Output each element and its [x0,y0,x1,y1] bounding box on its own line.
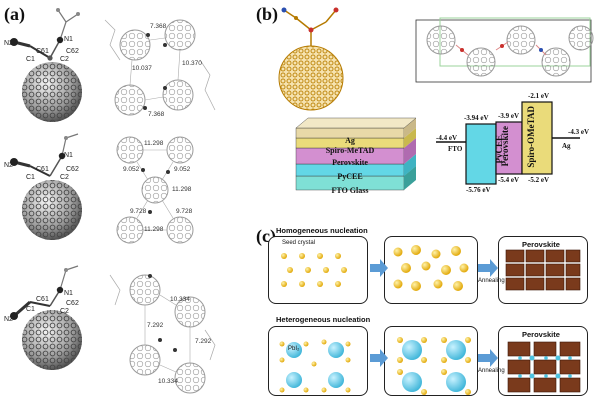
energy-ag-value: -4.3 eV [568,128,589,136]
panel-label-b: (b) [256,4,278,24]
stack-layer-pycee: PyCEE [337,172,363,181]
distance-label: 9.052 [123,166,140,173]
distance-label: 10.334 [170,296,190,303]
energy-fto-label: FTO [448,145,463,153]
heterogeneous-title: Heterogeneous nucleation [276,315,371,324]
energy-fto-value: -4.4 eV [436,134,457,142]
distance-label: 9.052 [174,166,191,173]
packing-diagram-2 [116,136,194,244]
atom-label-n1-1: N1 [64,36,73,43]
distance-label: 9.728 [130,208,147,215]
energy-perovskite-bottom: -5.4 eV [498,176,519,184]
pbi2-label: PbI₂ [288,346,300,352]
distance-label: 10.370 [182,60,202,67]
atom-label-n1-2: N1 [64,152,73,159]
fullerene-molecule-3 [10,265,82,370]
distance-label: 7.368 [148,111,165,118]
energy-level-diagram [436,101,580,185]
atom-label-n2-3: N2 [4,316,13,323]
stack-layer-ag: Ag [345,136,355,145]
panel-a-graphics [10,8,216,394]
perovskite-label-1: Perovskite [522,240,560,249]
perovskite-label-2: Perovskite [522,330,560,339]
homogeneous-title: Homogeneous nucleation [276,226,368,235]
energy-pycee-top: -3.94 eV [464,114,489,122]
panel-label-a: (a) [4,4,25,24]
panel-b-graphics [278,7,594,191]
grown-nuclei [393,245,469,291]
arrow-right-icon [478,349,498,367]
packing-diagram-1 [104,19,216,116]
energy-perovskite-top: -3.9 eV [498,112,519,120]
atom-label-c1-1: C1 [26,56,35,63]
perovskite-grains-1 [505,249,581,291]
distance-label: 10.037 [132,65,152,72]
atom-label-c61-3: C61 [36,296,49,303]
energy-perovskite-label: Perovskite [500,126,510,167]
energy-ag-label: Ag [562,142,571,150]
atom-label-c62-3: C62 [66,300,79,307]
stack-layer-fto: FTO Glass [331,186,369,195]
seed-crystal-label: Seed crystal [282,240,316,246]
atom-label-c2-1: C2 [60,56,69,63]
pycee-molecule-structure [278,7,344,111]
atom-label-c61-2: C61 [36,166,49,173]
distance-label: 11.298 [144,140,164,147]
fullerene-molecule-2 [10,133,82,240]
arrow-right-icon [370,349,388,367]
pbi2-fullerene-box [268,326,368,396]
distance-label: 7.292 [147,322,164,329]
panel-c-graphics [279,245,581,395]
perovskite-grains-2 [507,341,581,393]
seed-crystal-dots [281,253,347,287]
distance-label: 11.298 [172,186,192,193]
distance-label: 7.368 [150,23,167,30]
distance-label: 10.334 [158,378,178,385]
atom-label-c1-2: C1 [26,174,35,181]
seed-crystal-box [268,236,368,304]
atom-label-n2-2: N2 [4,162,13,169]
atom-label-c61-1: C61 [36,48,49,55]
stack-layer-spiro: Spiro-MeTAD [325,146,375,155]
atom-label-c1-3: C1 [26,306,35,313]
atom-label-c2-2: C2 [60,174,69,181]
fullerene-molecule-1 [10,8,82,122]
atom-label-c62-1: C62 [66,48,79,55]
atom-label-n1-3: N1 [64,290,73,297]
distance-label: 11.298 [144,226,164,233]
arrow-right-icon [478,259,498,277]
atom-label-c62-2: C62 [66,166,79,173]
annealing-label-1: Annealing [478,278,505,284]
packing-diagram-3 [109,274,216,394]
distance-label: 9.728 [176,208,193,215]
pbi2-fullerene-clusters [279,339,351,393]
arrow-right-icon [370,259,388,277]
atom-label-n2-1: N2 [4,40,13,47]
heterogeneous-nuclei [397,337,471,395]
stack-layer-perovskite: Perovskite [332,158,368,167]
energy-spiro-top: -2.1 eV [528,92,549,100]
energy-pycee-bottom: -5.76 eV [466,186,491,194]
crystal-packing-box [415,17,594,83]
device-stack [295,117,417,191]
energy-spiro-bottom: -5.2 eV [528,176,549,184]
distance-label: 7.292 [195,338,212,345]
annealing-label-2: Annealing [478,368,505,374]
atom-label-c2-3: C2 [60,308,69,315]
energy-spiro-label: Spiro-OMeTAD [526,106,536,168]
